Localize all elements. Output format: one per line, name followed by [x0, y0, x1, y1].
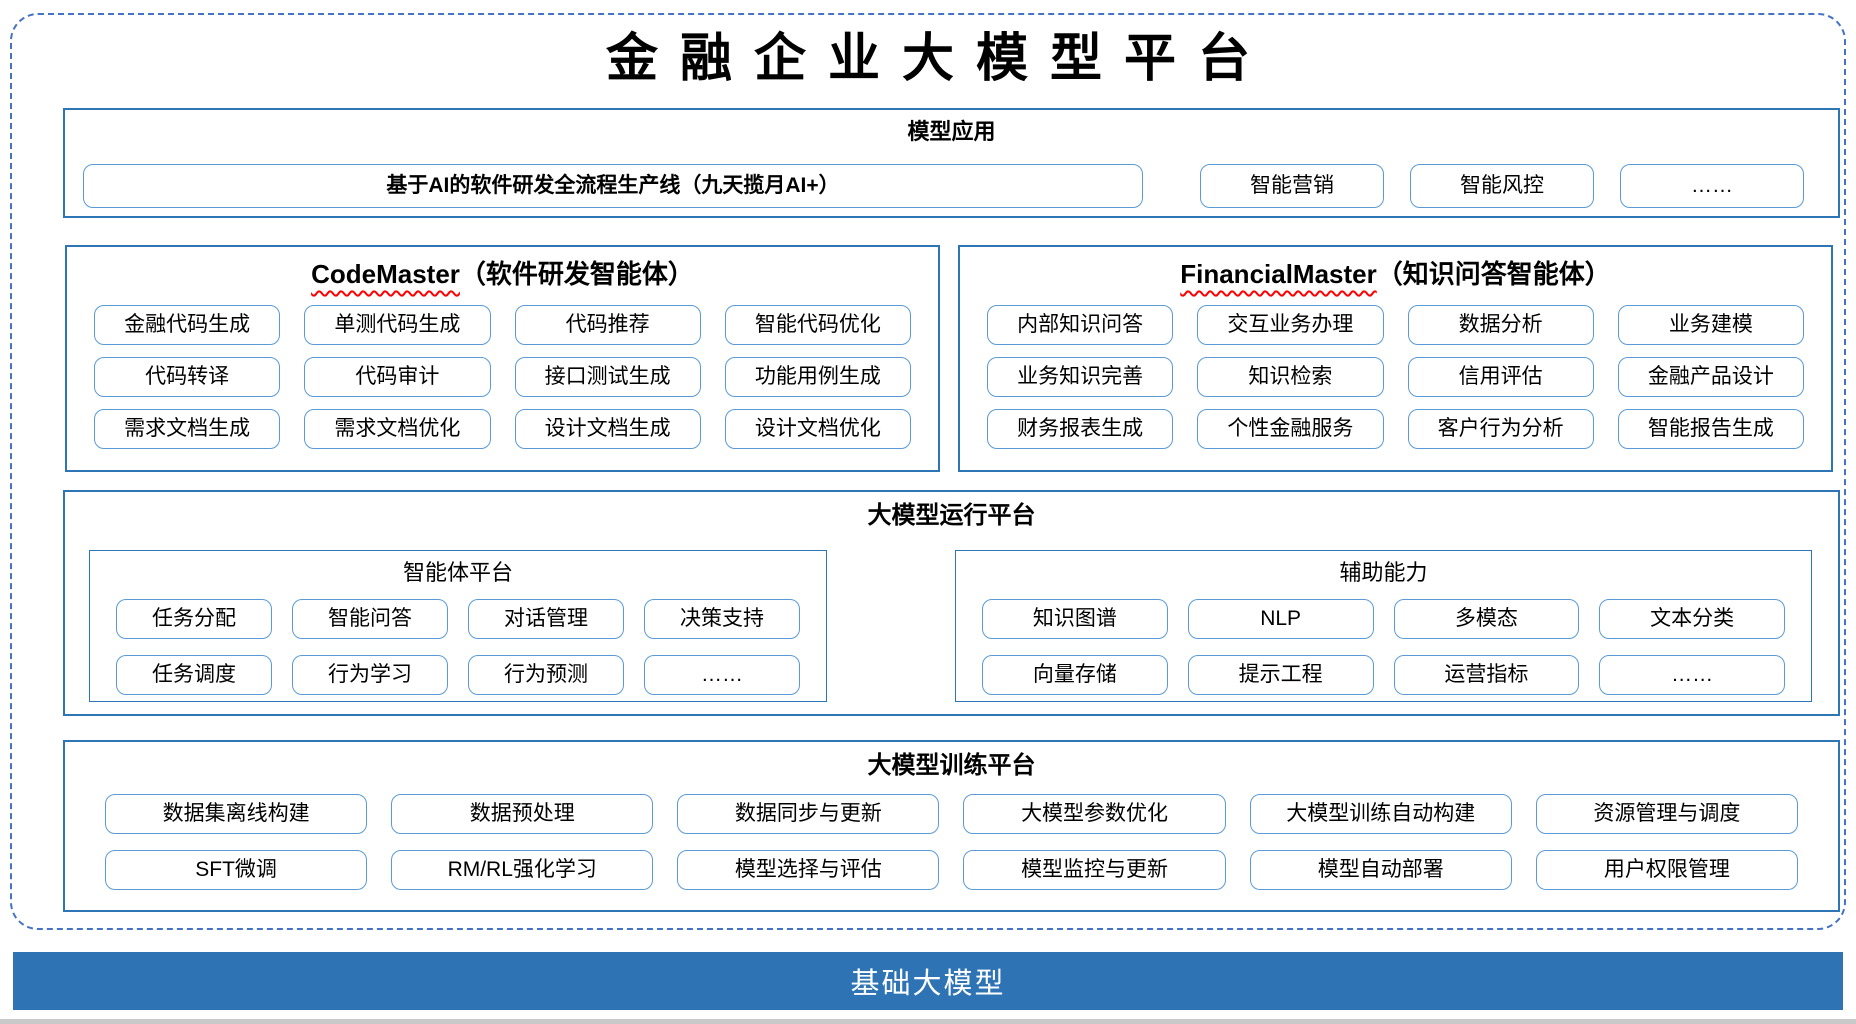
codemaster-chip: 金融代码生成 [94, 305, 281, 345]
training-chip: 数据预处理 [391, 794, 654, 834]
financialmaster-chip: 业务建模 [1617, 305, 1804, 345]
training-chip: 模型选择与评估 [677, 850, 940, 890]
agent-platform-chip-grid: 任务分配智能问答对话管理决策支持任务调度行为学习行为预测 …… [90, 587, 826, 695]
training-chip: 资源管理与调度 [1535, 794, 1798, 834]
codemaster-chip: 代码审计 [304, 357, 491, 397]
financialmaster-chip: 交互业务办理 [1197, 305, 1384, 345]
aux-capability-chip: …… [1599, 655, 1785, 695]
codemaster-chip: 智能代码优化 [724, 305, 911, 345]
model-applications-row: 基于AI的软件研发全流程生产线（九天揽月AI+） 智能营销智能风控 …… [83, 164, 1804, 208]
codemaster-title: CodeMaster（软件研发智能体） [67, 257, 938, 291]
page-title: 金融企业大模型平台 [605, 28, 1272, 89]
financialmaster-chip: 内部知识问答 [987, 305, 1174, 345]
training-chip: 数据集离线构建 [105, 794, 368, 834]
subsection-agent-platform: 智能体平台 任务分配智能问答对话管理决策支持任务调度行为学习行为预测 …… [89, 550, 827, 702]
financialmaster-chip: 个性金融服务 [1197, 409, 1384, 449]
training-chip: 模型监控与更新 [963, 850, 1226, 890]
section-financialmaster: FinancialMaster（知识问答智能体） 内部知识问答交互业务办理数据分… [958, 245, 1833, 472]
training-chip: 模型自动部署 [1249, 850, 1512, 890]
aux-capability-chip: 知识图谱 [982, 599, 1168, 639]
model-applications-title: 模型应用 [907, 119, 996, 144]
training-platform-title: 大模型训练平台 [867, 752, 1036, 779]
financialmaster-title-en: FinancialMaster [1180, 259, 1377, 289]
training-chip: 数据同步与更新 [677, 794, 940, 834]
codemaster-chip: 单测代码生成 [304, 305, 491, 345]
training-chip: SFT微调 [105, 850, 368, 890]
financialmaster-chip: 客户行为分析 [1407, 409, 1594, 449]
agent-platform-chip: 任务分配 [116, 599, 272, 639]
training-chip-grid: 数据集离线构建数据预处理数据同步与更新大模型参数优化大模型训练自动构建资源管理与… [65, 782, 1838, 890]
codemaster-chip: 设计文档优化 [724, 409, 911, 449]
financialmaster-chip: 业务知识完善 [987, 357, 1174, 397]
section-codemaster: CodeMaster（软件研发智能体） 金融代码生成单测代码生成代码推荐智能代码… [65, 245, 940, 472]
training-chip: 用户权限管理 [1535, 850, 1798, 890]
aux-capability-chip: 多模态 [1393, 599, 1580, 639]
agent-platform-title: 智能体平台 [402, 560, 513, 585]
agent-platform-chip: 智能问答 [292, 599, 448, 639]
app-chip: …… [1620, 164, 1804, 208]
app-chip-primary: 基于AI的软件研发全流程生产线（九天揽月AI+） [83, 164, 1143, 208]
training-chip: 大模型参数优化 [963, 794, 1226, 834]
section-model-applications: 模型应用 基于AI的软件研发全流程生产线（九天揽月AI+） 智能营销智能风控 …… [63, 108, 1840, 218]
financialmaster-chip: 知识检索 [1197, 357, 1384, 397]
app-chip: 智能风控 [1410, 164, 1594, 208]
financialmaster-chip-grid: 内部知识问答交互业务办理数据分析业务建模业务知识完善知识检索信用评估金融产品设计… [960, 291, 1831, 449]
financialmaster-title: FinancialMaster（知识问答智能体） [960, 257, 1831, 291]
codemaster-chip-grid: 金融代码生成单测代码生成代码推荐智能代码优化代码转译代码审计接口测试生成功能用例… [67, 291, 938, 449]
codemaster-title-en: CodeMaster [311, 259, 460, 289]
codemaster-chip: 需求文档生成 [94, 409, 281, 449]
agent-platform-chip: …… [644, 655, 800, 695]
section-runtime-platform: 大模型运行平台 智能体平台 任务分配智能问答对话管理决策支持任务调度行为学习行为… [63, 490, 1840, 716]
agent-platform-chip: 任务调度 [116, 655, 272, 695]
aux-capability-chip: NLP [1187, 599, 1374, 639]
agent-platform-chip: 行为预测 [468, 655, 624, 695]
codemaster-chip: 代码推荐 [514, 305, 701, 345]
aux-capability-chip: 文本分类 [1599, 599, 1785, 639]
runtime-platform-title: 大模型运行平台 [867, 502, 1036, 529]
codemaster-chip: 代码转译 [94, 357, 281, 397]
codemaster-chip: 设计文档生成 [514, 409, 701, 449]
section-training-platform: 大模型训练平台 数据集离线构建数据预处理数据同步与更新大模型参数优化大模型训练自… [63, 740, 1840, 912]
financialmaster-title-cn: （知识问答智能体） [1376, 259, 1611, 289]
aux-capability-chip-grid: 知识图谱 NLP 多模态文本分类向量存储提示工程运营指标 …… [956, 587, 1811, 695]
financialmaster-chip: 智能报告生成 [1617, 409, 1804, 449]
codemaster-chip: 需求文档优化 [304, 409, 491, 449]
aux-capability-chip: 提示工程 [1187, 655, 1374, 695]
codemaster-chip: 功能用例生成 [724, 357, 911, 397]
bottom-edge-strip [0, 1019, 1856, 1024]
codemaster-title-cn: （软件研发智能体） [459, 259, 694, 289]
agent-platform-chip: 决策支持 [644, 599, 800, 639]
training-chip: 大模型训练自动构建 [1249, 794, 1512, 834]
app-chip: 智能营销 [1200, 164, 1384, 208]
foundation-model-bar: 基础大模型 [13, 952, 1843, 1010]
agent-platform-chip: 行为学习 [292, 655, 448, 695]
aux-capability-chip: 向量存储 [982, 655, 1168, 695]
codemaster-chip: 接口测试生成 [514, 357, 701, 397]
training-chip: RM/RL强化学习 [391, 850, 654, 890]
financialmaster-chip: 数据分析 [1407, 305, 1594, 345]
aux-capability-chip: 运营指标 [1393, 655, 1580, 695]
outer-dashed-frame [10, 13, 1846, 930]
financialmaster-chip: 信用评估 [1407, 357, 1594, 397]
financialmaster-chip: 财务报表生成 [987, 409, 1174, 449]
subsection-aux-capability: 辅助能力 知识图谱 NLP 多模态文本分类向量存储提示工程运营指标 …… [955, 550, 1812, 702]
agent-platform-chip: 对话管理 [468, 599, 624, 639]
aux-capability-title: 辅助能力 [1339, 560, 1428, 585]
financialmaster-chip: 金融产品设计 [1617, 357, 1804, 397]
